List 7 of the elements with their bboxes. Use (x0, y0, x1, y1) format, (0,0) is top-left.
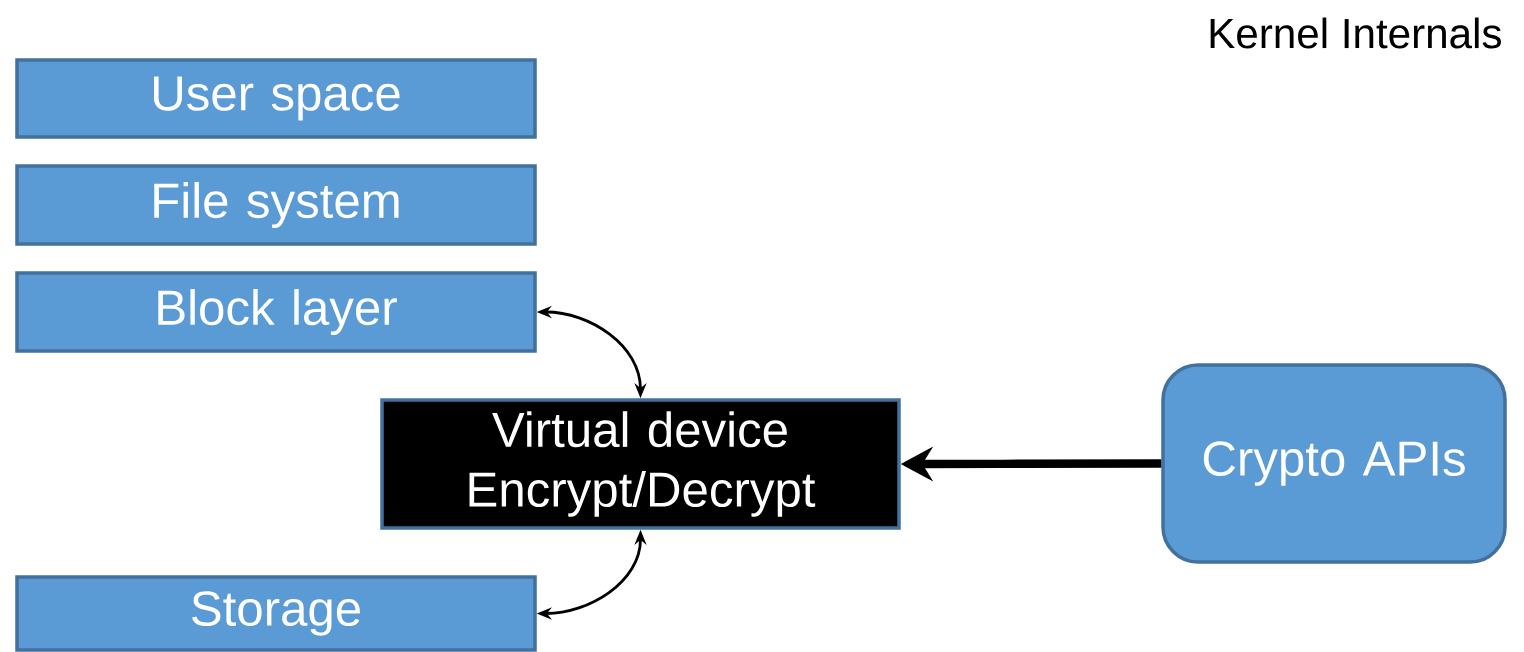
layer-box: Block layer (15, 271, 537, 353)
layer-box: Storage (15, 575, 537, 652)
api-box: Crypto APIs (1161, 363, 1507, 564)
layer-box: File system (15, 164, 537, 246)
title: Kernel Internals (1210, 17, 1501, 49)
layer-box: User space (15, 58, 537, 139)
device-box: Virtual device Encrypt/Decrypt (380, 398, 901, 530)
